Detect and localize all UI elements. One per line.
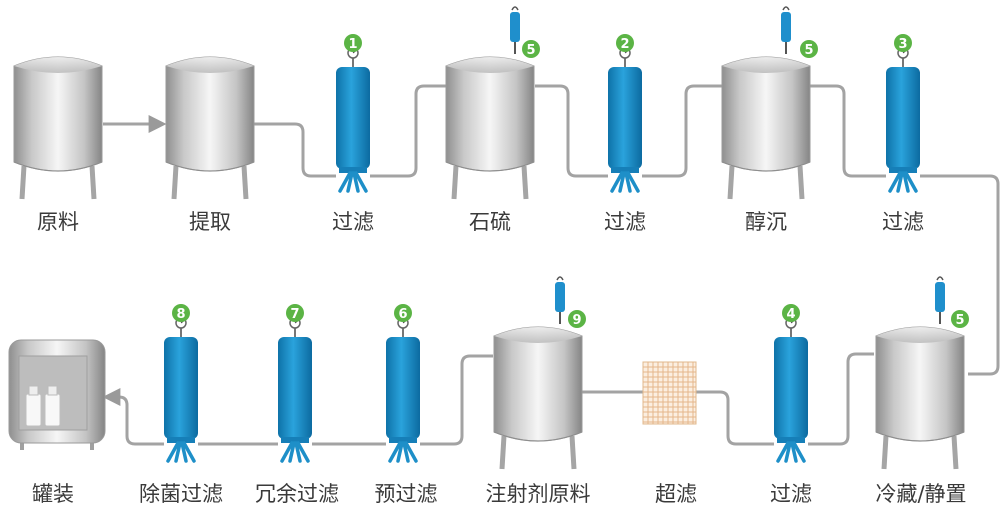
badge-5: 5 (526, 43, 535, 58)
pipe-extract-to-filter1 (254, 122, 336, 178)
tank-raw-material (14, 57, 102, 199)
filter-unit-2 (606, 46, 644, 193)
badge-9: 9 (572, 313, 581, 328)
pressure-gauge-icon (509, 6, 521, 55)
label-filling: 罐装 (32, 482, 74, 506)
pipes (102, 84, 1000, 446)
label-extraction: 提取 (189, 210, 231, 234)
label-filtration-4: 过滤 (770, 482, 812, 506)
filter-unit-4 (772, 316, 810, 463)
badge-8: 8 (176, 307, 185, 322)
filter-unit-3 (884, 46, 922, 193)
label-injection-material: 注射剂原料 (485, 482, 591, 506)
label-filtration-2: 过滤 (604, 210, 646, 234)
filter-unit-7 (276, 316, 314, 463)
label-filtration-3: 过滤 (882, 210, 924, 234)
badge-7: 7 (290, 307, 299, 322)
badge-5: 5 (804, 43, 813, 58)
badge-3: 3 (898, 37, 907, 52)
badge-4: 4 (786, 307, 795, 322)
label-sterile-filtration: 除菌过滤 (139, 482, 223, 506)
label-lime-sulfur: 石硫 (469, 210, 511, 234)
pressure-gauge-icon (554, 276, 566, 325)
tank-injection-material (494, 327, 582, 469)
pressure-gauge-icon (780, 6, 792, 55)
pipe-filter3-to-cold (920, 174, 1000, 376)
pipe-injection-to-prefilter (420, 354, 493, 446)
filter-unit-6 (384, 316, 422, 463)
label-cold-storage: 冷藏/静置 (875, 482, 967, 506)
vial-icon (44, 385, 61, 427)
label-filtration-1: 过滤 (332, 210, 374, 234)
badge-6: 6 (398, 307, 407, 322)
badge-2: 2 (620, 37, 629, 52)
pipe-filter2-to-alcohol (642, 84, 722, 178)
vial-icon (25, 385, 42, 427)
filling-cabinet (8, 339, 106, 450)
badge-1: 1 (348, 37, 357, 52)
label-ultrafiltration: 超滤 (655, 482, 697, 506)
label-redundant-filtration: 冗余过滤 (255, 482, 339, 506)
tank-lime-sulfur (446, 57, 534, 199)
tank-cold-storage (876, 327, 964, 469)
pipe-filter1-to-sulfur (370, 84, 446, 178)
label-prefiltration: 预过滤 (374, 482, 438, 506)
pipe-alcohol-to-filter3 (810, 84, 886, 178)
filter-unit-1 (334, 46, 372, 193)
pipe-filter4-to-uf (696, 390, 774, 446)
pipe-sulfur-to-filter2 (535, 84, 608, 178)
pipe-sterile-to-fill (102, 388, 164, 446)
pressure-gauge-icon (934, 276, 946, 325)
ultrafiltration-grid (643, 362, 696, 424)
tank-extraction (166, 57, 254, 199)
label-raw-material: 原料 (37, 210, 79, 234)
tank-alcohol-precipitation (722, 57, 810, 199)
label-alcohol-precipitation: 醇沉 (745, 210, 787, 234)
pipe-cold-to-filter4 (808, 352, 874, 446)
badge-5: 5 (955, 313, 964, 328)
filter-unit-8 (162, 316, 200, 463)
